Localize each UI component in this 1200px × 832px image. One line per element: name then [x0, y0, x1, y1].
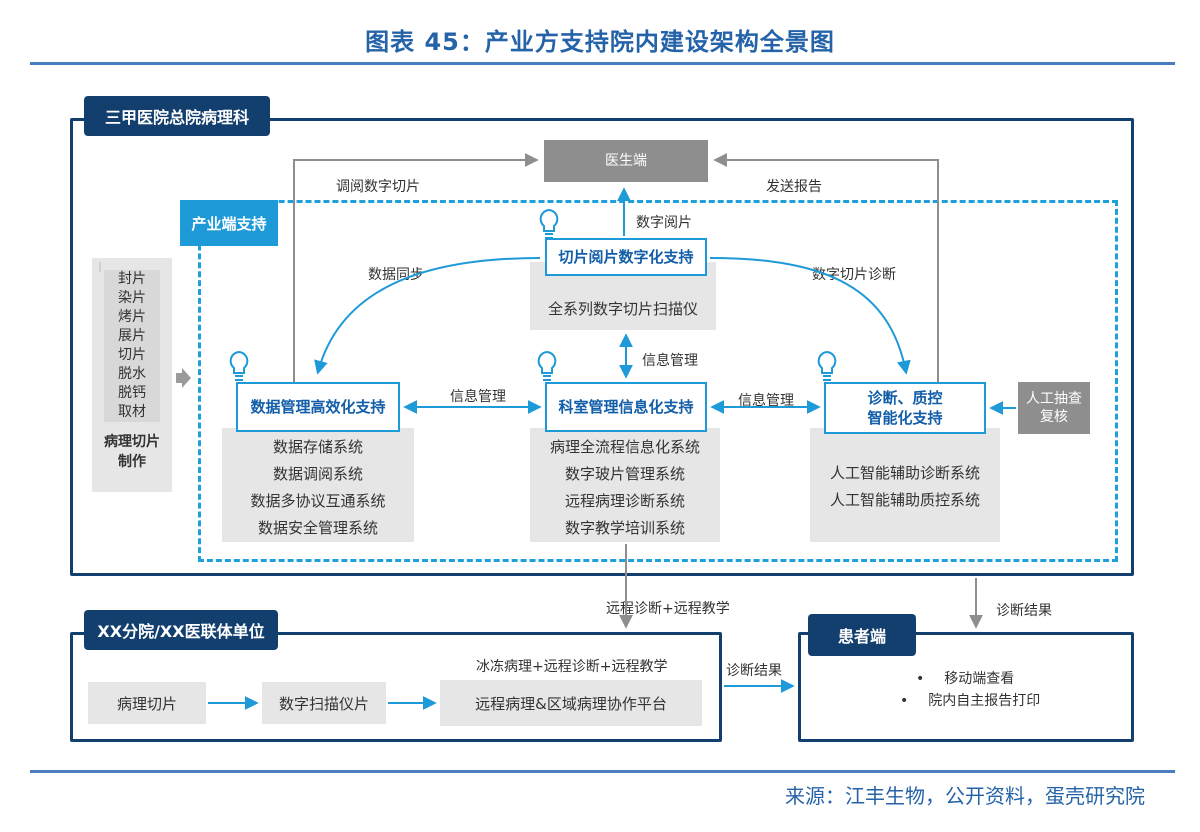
patient-item: • 移动端查看	[900, 668, 1100, 690]
edge-label-info-vertical: 信息管理	[642, 353, 698, 369]
source-note: 来源：江丰生物，公开资料，蛋壳研究院	[785, 784, 1145, 808]
process-step: 脱水	[104, 365, 160, 384]
branch-label: XX分院/XX医联体单位	[84, 610, 278, 650]
branch-step-scan: 数字扫描仪片	[262, 682, 386, 724]
patient-label: 患者端	[808, 614, 916, 656]
bullet-icon: •	[900, 693, 909, 709]
diag-items-panel	[810, 428, 1000, 542]
slide-production-process: 封片染片烤片展片切片脱水脱钙取材 病理切片 制作	[92, 258, 172, 492]
industry-support-label: 产业端支持	[180, 200, 278, 246]
data-items-panel	[222, 428, 414, 542]
process-step: 取材	[104, 403, 160, 422]
process-step: 封片	[104, 270, 160, 289]
remote-pathology-platform: 远程病理&区域病理协作平台	[440, 680, 702, 726]
process-step: 展片	[104, 327, 160, 346]
system-item: 数据安全管理系统	[257, 519, 378, 537]
edge-label-send-report: 发送报告	[766, 179, 822, 195]
edge-label-info-right: 信息管理	[738, 393, 794, 409]
process-step: 切片	[104, 346, 160, 365]
edge-label-diag-result-top: 诊断结果	[996, 603, 1052, 619]
data-items: 数据存储系统数据调阅系统数据多协议互通系统数据安全管理系统	[222, 434, 414, 542]
patient-item-label: 院内自主报告打印	[928, 693, 1041, 709]
lab-items-panel	[530, 428, 720, 542]
system-item: 数据存储系统	[272, 438, 363, 456]
process-step: 脱钙	[104, 384, 160, 403]
system-item: 病理全流程信息化系统	[549, 438, 700, 456]
hospital-label: 三甲医院总院病理科	[84, 96, 270, 136]
branch-frame	[70, 632, 722, 742]
system-item: 数据多协议互通系统	[250, 492, 386, 510]
edge-label-remote-teach: 远程诊断+远程教学	[606, 601, 730, 617]
doctor-end-box: 医生端	[544, 140, 708, 182]
industry-support-region	[198, 200, 1118, 562]
edge-label-diag-result-bottom: 诊断结果	[726, 663, 782, 679]
patient-item: • 院内自主报告打印	[900, 690, 1100, 712]
lightbulb-icon	[817, 350, 837, 381]
data-management-node: 数据管理高效化支持	[236, 382, 400, 432]
process-step: 染片	[104, 289, 160, 308]
lab-items: 病理全流程信息化系统数字玻片管理系统远程病理诊断系统数字教学培训系统	[530, 434, 720, 542]
process-step: 烤片	[104, 308, 160, 327]
edge-label-info-left: 信息管理	[450, 389, 506, 405]
system-item: 人工智能辅助质控系统	[829, 491, 980, 509]
system-item: 数字教学培训系统	[564, 519, 685, 537]
branch-step-slide: 病理切片	[88, 682, 206, 724]
page-title: 图表 45：产业方支持院内建设架构全景图	[365, 28, 835, 56]
platform-caption: 冰冻病理+远程诊断+远程教学	[476, 659, 668, 675]
edge-label-data-sync: 数据同步	[368, 267, 424, 283]
system-item: 人工智能辅助诊断系统	[829, 464, 980, 482]
edge-label-digital-diag: 数字切片诊断	[812, 267, 896, 283]
patient-list: •移动端查看•院内自主报告打印	[900, 668, 1100, 712]
system-item: 数字玻片管理系统	[564, 465, 685, 483]
bottom-rule	[30, 770, 1175, 773]
lab-management-node: 科室管理信息化支持	[545, 382, 707, 432]
diagnosis-qc-node: 诊断、质控 智能化支持	[824, 382, 986, 434]
system-item: 数据调阅系统	[272, 465, 363, 483]
process-footer: 病理切片 制作	[104, 434, 160, 470]
top-rule	[30, 62, 1175, 65]
hospital-frame	[70, 118, 1134, 576]
lightbulb-icon	[539, 208, 559, 239]
edge-label-read-slide: 调阅数字切片	[336, 179, 420, 195]
diag-items: 人工智能辅助诊断系统人工智能辅助质控系统	[810, 460, 1000, 514]
manual-review-box: 人工抽查 复核	[1018, 382, 1090, 434]
patient-item-label: 移动端查看	[944, 671, 1015, 687]
lightbulb-icon	[229, 350, 249, 381]
bullet-icon: •	[916, 671, 925, 687]
patient-frame	[798, 632, 1134, 742]
edge-label-digital-read: 数字阅片	[636, 215, 692, 231]
lightbulb-icon	[537, 350, 557, 381]
system-item: 远程病理诊断系统	[564, 492, 685, 510]
slide-digitization-node: 切片阅片数字化支持	[545, 238, 707, 276]
slide-item: 全系列数字切片扫描仪	[547, 300, 698, 318]
